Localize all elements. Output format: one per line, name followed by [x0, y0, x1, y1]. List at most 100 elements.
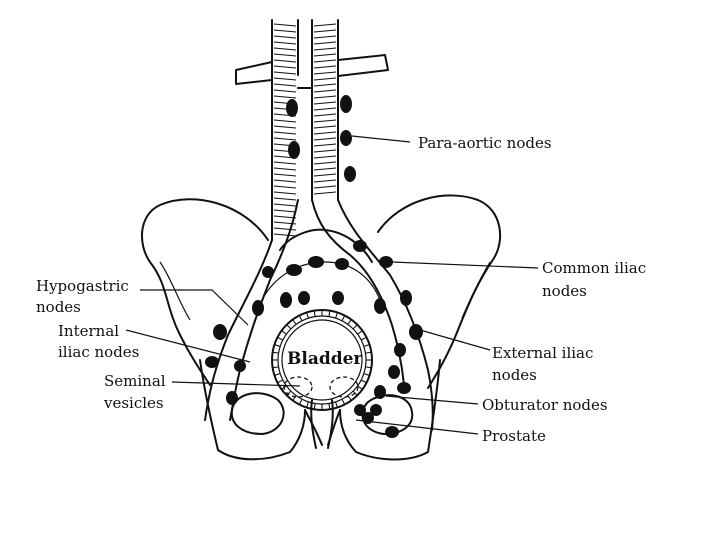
- lymph-node: [340, 130, 352, 146]
- leader-lines: [125, 135, 539, 435]
- para-aortic-leader: [351, 135, 411, 143]
- ivc-hatch-line: [273, 29, 297, 33]
- aorta-hatch-line: [313, 23, 337, 27]
- lymph-node: [409, 324, 423, 340]
- bladder-wall-tick: [365, 351, 372, 354]
- bladder-wall-tick: [306, 312, 309, 319]
- ivc-hatch-line: [273, 77, 297, 81]
- vessel-hatching: [273, 23, 337, 237]
- bladder-wall-tick: [286, 390, 292, 396]
- left-renal-vessel: [235, 61, 313, 89]
- bladder-group: Bladder: [271, 309, 373, 449]
- aorta-hatch-line: [313, 125, 337, 129]
- ivc-hatch-line: [273, 209, 297, 213]
- aorta-hatch-line: [313, 47, 337, 51]
- bladder-wall-tick: [277, 336, 284, 341]
- right-iliac-wing: [377, 194, 502, 389]
- aorta-hatch-line: [313, 149, 337, 153]
- lymph-node: [308, 256, 324, 268]
- lymph-node: [280, 292, 292, 308]
- aorta-hatch-line: [313, 59, 337, 63]
- internal-iliac-leader: [125, 329, 251, 363]
- left-iliac-wing: [140, 198, 269, 386]
- right-iliac-wing-inner: [461, 261, 491, 319]
- bladder-wall-tick: [357, 385, 363, 390]
- ivc-hatch-line: [273, 233, 297, 237]
- lymph-node: [385, 426, 399, 438]
- lymph-node: [335, 258, 349, 270]
- aorta-hatch-line: [313, 35, 337, 39]
- lymph-node: [353, 240, 367, 252]
- ivc-hatch-line: [273, 41, 297, 45]
- aorta-hatch-line: [313, 107, 337, 111]
- aorta-hatch-line: [313, 113, 337, 117]
- bladder-label: Bladder: [287, 349, 363, 369]
- ivc-hatch-line: [273, 119, 297, 123]
- lymph-node: [262, 266, 274, 278]
- ivc-hatch-line: [273, 179, 297, 183]
- bladder-wall-tick: [328, 310, 331, 317]
- ivc-hatch-line: [273, 191, 297, 195]
- bladder-wall-tick: [298, 398, 303, 405]
- ivc-hatch-line: [273, 65, 297, 69]
- bladder-wall-tick: [363, 344, 370, 347]
- lymph-node: [344, 166, 356, 182]
- lymph-node: [370, 404, 382, 416]
- bladder-wall-tick: [306, 401, 309, 408]
- bladder-wall-tick: [272, 366, 279, 369]
- aorta-hatch-line: [313, 191, 337, 195]
- prostate-label: Prostate: [482, 427, 546, 445]
- lymph-node: [205, 356, 219, 368]
- ivc-hatch-line: [273, 125, 297, 129]
- left-seminal-vesicle: [283, 376, 313, 398]
- ivc-hatch-line: [273, 215, 297, 219]
- common-iliac-leader: [391, 261, 539, 269]
- bladder-wall-tick: [272, 351, 279, 354]
- bladder-wall-tick: [328, 403, 331, 410]
- external-iliac-leader: [419, 329, 491, 351]
- seminal-label-line1: Seminal: [104, 372, 166, 390]
- aorta-hatch-line: [313, 53, 337, 57]
- ivc-hatch-line: [273, 173, 297, 177]
- lymph-node: [388, 365, 400, 379]
- bladder-wall-tick: [365, 366, 372, 369]
- aorta-hatch-line: [313, 131, 337, 135]
- left-ischium: [199, 359, 306, 461]
- lymph-node: [286, 264, 302, 276]
- lymph-node: [374, 298, 386, 314]
- urethra: [310, 399, 334, 449]
- common-iliac-label-line2: nodes: [542, 282, 587, 300]
- seminal-label-line2: vesicles: [103, 394, 164, 412]
- aorta-hatch-line: [313, 101, 337, 105]
- aorta-hatch-line: [313, 83, 337, 87]
- lymph-node: [234, 360, 246, 372]
- pubic-arch: [304, 409, 341, 446]
- ivc-hatch-line: [273, 35, 297, 39]
- prostate-leader: [355, 419, 479, 435]
- ivc-hatch-line: [273, 95, 297, 99]
- bladder-wall-tick: [341, 398, 346, 405]
- ivc-hatch-line: [273, 89, 297, 93]
- bladder-wall-tick: [335, 401, 338, 408]
- aorta-hatch-line: [313, 161, 337, 165]
- lymph-node: [354, 404, 366, 416]
- ivc-hatch-line: [273, 137, 297, 141]
- bladder-wall-tick: [352, 390, 358, 396]
- aorta-hatch-line: [313, 179, 337, 183]
- lymph-node: [374, 385, 386, 399]
- common-iliac-label-line1: Common iliac: [542, 259, 646, 277]
- external-iliac-label-line2: nodes: [492, 366, 537, 384]
- lymph-node: [252, 300, 264, 316]
- bladder-lumen: [281, 319, 363, 401]
- ivc-hatch-line: [273, 131, 297, 135]
- ivc-hatch-line: [273, 83, 297, 87]
- bladder-wall-tick: [274, 344, 281, 347]
- bladder-wall-tick: [274, 373, 281, 376]
- bladder-wall-tick: [313, 310, 316, 317]
- lymph-node: [400, 290, 412, 306]
- great-vessels: [204, 19, 434, 431]
- bladder-wall-tick: [277, 379, 284, 384]
- lymph-node: [340, 95, 352, 113]
- ivc-hatch-line: [273, 197, 297, 201]
